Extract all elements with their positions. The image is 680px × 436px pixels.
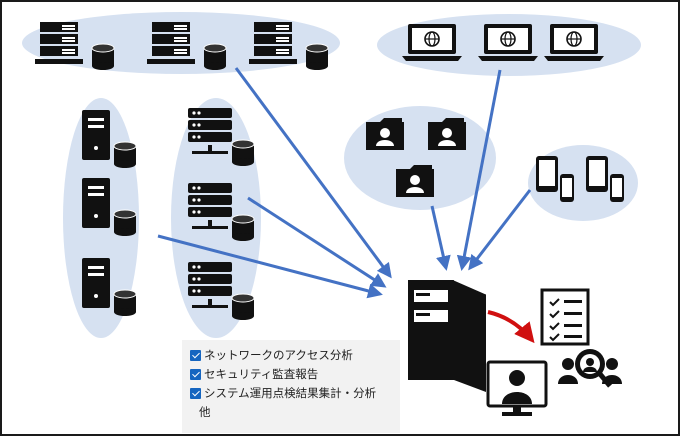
arrow-from-towers [157, 234, 383, 299]
arrow-from-rack-servers [234, 67, 392, 279]
red-output-arrow [487, 310, 535, 344]
analysis-checklist: ネットワークのアクセス分析 セキュリティ監査報告 システム運用点検結果集計・分析… [182, 340, 400, 433]
arrow-from-laptops [456, 69, 502, 271]
checkbox-checked-icon [190, 368, 201, 380]
central-server-icon [408, 279, 487, 392]
checklist-item-label: セキュリティ監査報告 [204, 367, 319, 381]
user-folder-icon [428, 118, 466, 150]
checklist-item: ネットワークのアクセス分析 [190, 347, 353, 363]
checklist-item: セキュリティ監査報告 [190, 366, 318, 382]
arrow-from-mobiles [468, 189, 532, 271]
arrow-from-folders [430, 205, 451, 271]
monitor-user-icon [486, 360, 548, 416]
user-search-icon [558, 349, 622, 388]
checklist-item-label: ネットワークのアクセス分析 [204, 348, 353, 362]
checklist-note: 他 [199, 405, 211, 419]
arrow-from-blades [247, 196, 387, 288]
user-folder-icon [366, 118, 404, 150]
checklist-item-label: システム運用点検結果集計・分析 [204, 386, 377, 400]
checklist-item: システム運用点検結果集計・分析 [190, 385, 376, 401]
checkbox-checked-icon [190, 387, 201, 399]
checklist-report-icon [540, 288, 590, 346]
data-flow-arrows [157, 67, 532, 299]
user-folder-icon [396, 165, 434, 197]
checkbox-checked-icon [190, 349, 201, 361]
